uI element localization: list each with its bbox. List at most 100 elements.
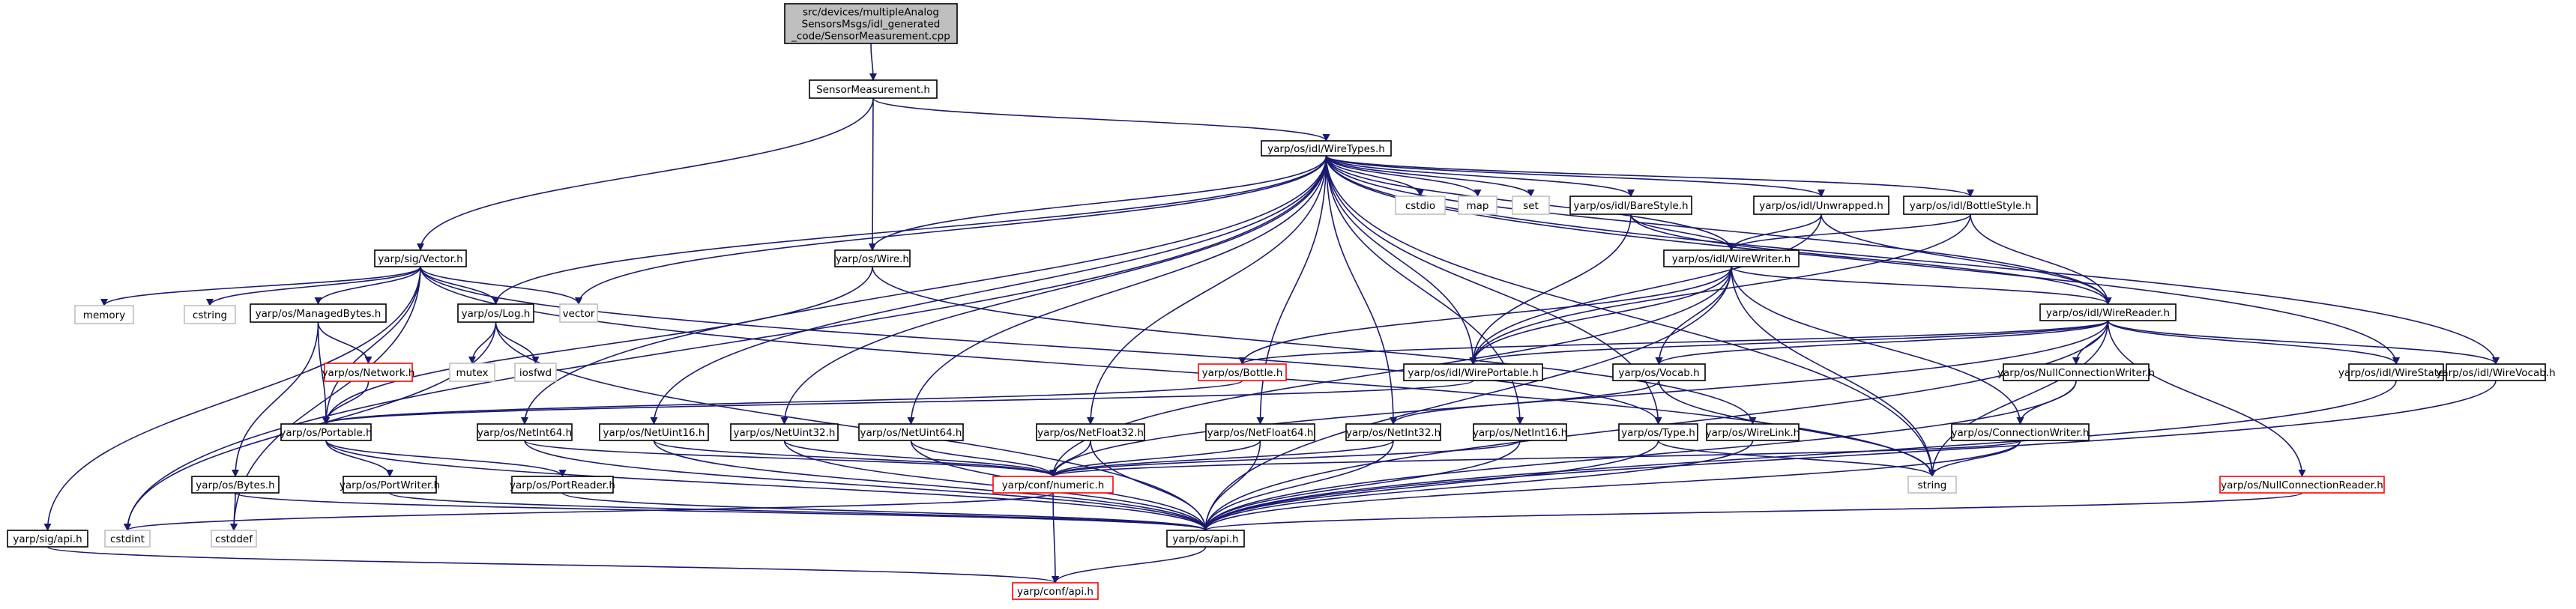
node-label-cstddef-0: cstddef — [215, 533, 253, 545]
node-label-wirereader-0: yarp/os/idl/WireReader.h — [2046, 307, 2170, 319]
edge-type-to-string — [1657, 440, 1936, 477]
node-label-type-0: yarp/os/Type.h — [1621, 427, 1695, 439]
node-box-portreader — [511, 476, 614, 494]
edge-bottlestyle-to-wirereader — [1970, 213, 2112, 305]
edge-log-to-mutex — [468, 321, 497, 364]
node-box-wirewriter — [1663, 249, 1800, 267]
node-box-nullconnreader — [2219, 476, 2385, 494]
node-memory: memory — [74, 305, 134, 324]
node-netint16[interactable]: yarp/os/NetInt16.h — [1473, 423, 1567, 441]
node-bytes[interactable]: yarp/os/Bytes.h — [191, 476, 280, 494]
node-numeric[interactable]: yarp/conf/numeric.h — [992, 476, 1114, 494]
node-nullconnreader[interactable]: yarp/os/NullConnectionReader.h — [2219, 476, 2385, 494]
node-netint64[interactable]: yarp/os/NetInt64.h — [477, 423, 573, 441]
edge-wiretypes-to-vector — [575, 155, 1327, 305]
edge-vector_h-to-cstring — [206, 266, 421, 306]
node-netuint32[interactable]: yarp/os/NetUint32.h — [730, 423, 839, 441]
node-vocab[interactable]: yarp/os/Vocab.h — [1612, 363, 1706, 381]
node-root[interactable]: src/devices/multipleAnalogSensorsMsgs/id… — [784, 3, 958, 44]
node-set: set — [1512, 196, 1550, 215]
edge-wirereader-to-wirestate — [2107, 320, 2400, 365]
node-portreader[interactable]: yarp/os/PortReader.h — [510, 476, 615, 494]
node-box-nullconnwriter — [2003, 363, 2150, 381]
node-wireportable[interactable]: yarp/os/idl/WirePortable.h — [1403, 363, 1543, 381]
node-wirewriter[interactable]: yarp/os/idl/WireWriter.h — [1663, 249, 1800, 267]
edge-bytes-to-osapi — [235, 492, 1210, 531]
edge-unwrapped-to-wireportable — [1469, 213, 1822, 365]
node-confapi[interactable]: yarp/conf/api.h — [1012, 582, 1099, 600]
node-label-set-0: set — [1523, 200, 1539, 212]
node-label-sigapi-0: yarp/sig/api.h — [13, 533, 82, 545]
node-box-barestyle — [1569, 196, 1692, 215]
edge-nullconnwriter-to-osapi — [1201, 380, 2077, 531]
edge-sm-to-wire — [869, 97, 877, 251]
edge-wirestate-to-osapi — [1201, 380, 2397, 531]
edge-netuint64-to-numeric — [910, 440, 1057, 477]
node-netfloat64[interactable]: yarp/os/NetFloat64.h — [1205, 423, 1315, 441]
edge-unwrapped-to-wirereader — [1821, 213, 2112, 305]
node-wirereader[interactable]: yarp/os/idl/WireReader.h — [2039, 303, 2177, 321]
node-vector_h[interactable]: yarp/sig/Vector.h — [374, 249, 467, 267]
edge-vector_h-to-managedbytes — [314, 266, 421, 305]
node-box-type — [1618, 423, 1698, 441]
node-wirevocab[interactable]: yarp/os/idl/WireVocab.h — [2436, 363, 2556, 381]
node-label-netuint32-0: yarp/os/NetUint32.h — [734, 427, 836, 439]
edge-netfloat64-to-numeric — [1049, 440, 1261, 477]
edge-wirelink-to-osapi — [1201, 440, 1754, 531]
node-box-netuint64 — [858, 423, 964, 441]
node-label-netint32-0: yarp/os/NetInt32.h — [1346, 427, 1441, 439]
edge-portreader-to-osapi — [561, 492, 1210, 531]
node-box-portwriter — [343, 476, 437, 494]
node-wirestate[interactable]: yarp/os/idl/WireState.h — [2338, 363, 2454, 381]
node-osapi[interactable]: yarp/os/api.h — [1166, 530, 1245, 548]
node-box-numeric — [992, 476, 1114, 494]
node-box-confapi — [1012, 582, 1099, 600]
node-portwriter[interactable]: yarp/os/PortWriter.h — [340, 476, 440, 494]
node-label-vocab-0: yarp/os/Vocab.h — [1618, 367, 1699, 379]
node-managedbytes[interactable]: yarp/os/ManagedBytes.h — [250, 303, 387, 323]
node-log[interactable]: yarp/os/Log.h — [457, 303, 534, 323]
node-wirelink[interactable]: yarp/os/WireLink.h — [1706, 423, 1800, 441]
node-wire[interactable]: yarp/os/Wire.h — [834, 249, 911, 267]
node-box-vector — [559, 303, 598, 323]
node-wiretypes[interactable]: yarp/os/idl/WireTypes.h — [1261, 140, 1392, 157]
node-label-connwriter-0: yarp/os/ConnectionWriter.h — [1952, 427, 2090, 439]
node-box-log — [457, 303, 534, 323]
node-label-netint16-0: yarp/os/NetInt16.h — [1473, 427, 1567, 439]
node-label-managedbytes-0: yarp/os/ManagedBytes.h — [256, 308, 381, 320]
node-network[interactable]: yarp/os/Network.h — [322, 363, 415, 382]
node-label-numeric-0: yarp/conf/numeric.h — [1002, 479, 1105, 491]
node-sigapi[interactable]: yarp/sig/api.h — [7, 530, 88, 548]
edge-wirereader-to-bottle — [1238, 320, 2109, 365]
node-label-bytes-0: yarp/os/Bytes.h — [196, 479, 275, 491]
node-netuint16[interactable]: yarp/os/NetUint16.h — [599, 423, 709, 441]
node-box-vector_h — [374, 249, 467, 267]
edge-wirevocab-to-osapi — [1201, 380, 2497, 531]
node-bottlestyle[interactable]: yarp/os/idl/BottleStyle.h — [1903, 196, 2038, 215]
node-box-netuint32 — [730, 423, 839, 441]
node-barestyle[interactable]: yarp/os/idl/BareStyle.h — [1569, 196, 1692, 215]
node-label-string-0: string — [1918, 479, 1947, 491]
node-netfloat32[interactable]: yarp/os/NetFloat32.h — [1036, 423, 1145, 441]
node-box-netint32 — [1345, 423, 1441, 441]
edge-netuint16-to-osapi — [653, 440, 1210, 531]
node-cstdint: cstdint — [104, 530, 151, 548]
node-label-netint64-0: yarp/os/NetInt64.h — [477, 427, 572, 439]
node-netuint64[interactable]: yarp/os/NetUint64.h — [858, 423, 964, 441]
node-sm[interactable]: SensorMeasurement.h — [809, 79, 938, 99]
node-box-map — [1458, 196, 1497, 215]
node-label-confapi-0: yarp/conf/api.h — [1017, 586, 1094, 598]
edge-vector_h-to-sigapi — [43, 266, 421, 531]
node-bottle[interactable]: yarp/os/Bottle.h — [1198, 363, 1287, 381]
node-connwriter[interactable]: yarp/os/ConnectionWriter.h — [1951, 423, 2090, 441]
node-type[interactable]: yarp/os/Type.h — [1618, 423, 1698, 441]
node-portable[interactable]: yarp/os/Portable.h — [280, 423, 372, 441]
node-netint32[interactable]: yarp/os/NetInt32.h — [1345, 423, 1441, 441]
edge-wirewriter-to-wirereader — [1731, 266, 2112, 305]
node-box-cstdio — [1395, 196, 1446, 215]
node-box-wire — [834, 249, 911, 267]
edge-log-to-osapi — [495, 321, 1210, 531]
node-nullconnwriter[interactable]: yarp/os/NullConnectionWriter.h — [1997, 363, 2155, 381]
node-unwrapped[interactable]: yarp/os/idl/Unwrapped.h — [1753, 196, 1889, 215]
